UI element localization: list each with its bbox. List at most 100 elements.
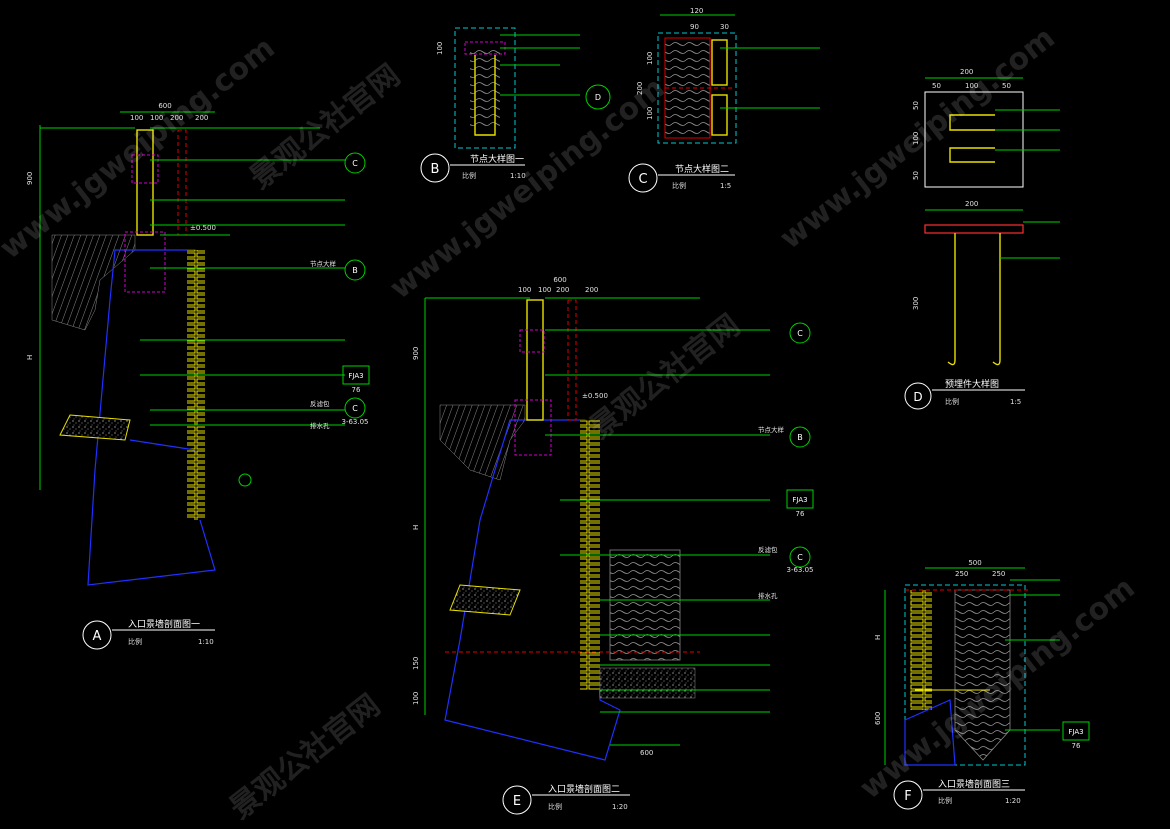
section-a: A 入口景墙剖面图一 比例 1:10 600 100 100 200 200 9… bbox=[26, 102, 370, 650]
watermark-0: www.jgweiping.com bbox=[0, 30, 282, 266]
section-f-dim-4: 600 bbox=[874, 712, 882, 725]
section-c-dim-3: 200 bbox=[636, 82, 644, 95]
watermark-3: 景观公社官网 bbox=[583, 308, 746, 446]
section-f-dim-1: 250 bbox=[955, 570, 968, 578]
section-e-callout-b: B bbox=[797, 433, 803, 442]
section-f: 500 250 250 H 600 FJA3 76 F 入口景墙剖面图三 比例 … bbox=[874, 559, 1090, 810]
section-d-scale: 1:5 bbox=[1010, 398, 1021, 406]
section-f-fja: FJA3 bbox=[1068, 728, 1083, 736]
section-f-scale: 1:20 bbox=[1005, 797, 1021, 805]
section-a-height-h: H bbox=[26, 355, 34, 360]
section-a-scale-label: 比例 bbox=[128, 637, 142, 646]
section-b-scale-label: 比例 bbox=[462, 171, 476, 180]
section-c-scale-label: 比例 bbox=[672, 181, 686, 190]
section-a-marker bbox=[82, 620, 112, 650]
section-b: D 100 B 节点大样图一 比例 1:10 bbox=[420, 27, 611, 183]
section-e-dim-1: 100 bbox=[518, 286, 531, 294]
section-f-letter: F bbox=[904, 789, 911, 804]
section-a-callout-b: B bbox=[352, 266, 358, 275]
watermark-1: 景观公社官网 bbox=[243, 58, 406, 196]
section-c-dim-4: 100 bbox=[646, 52, 654, 65]
section-b-marker bbox=[420, 153, 450, 183]
section-b-letter: B bbox=[431, 162, 440, 177]
section-e-marker bbox=[502, 785, 532, 815]
section-c-dim-2: 30 bbox=[720, 23, 729, 31]
section-a-scale: 1:10 bbox=[198, 638, 214, 646]
section-d-dim-1: 50 bbox=[932, 82, 941, 90]
section-e-dim-3: 200 bbox=[556, 286, 569, 294]
section-a-title: 入口景墙剖面图一 bbox=[128, 618, 200, 630]
section-a-elevation: ±0.500 bbox=[190, 224, 216, 232]
section-f-dim-3: H bbox=[874, 635, 882, 640]
section-e-elevation: ±0.500 bbox=[582, 392, 608, 400]
section-c: 120 90 30 200 100 100 C 节点大样图二 比例 1:5 bbox=[628, 7, 820, 193]
section-a-dim-3: 200 bbox=[170, 114, 183, 122]
watermark-4: www.jgweiping.com bbox=[773, 20, 1061, 256]
section-d-title: 预埋件大样图 bbox=[945, 378, 999, 390]
section-a-fja-num: 76 bbox=[352, 386, 361, 394]
section-e-dim-9: 600 bbox=[640, 749, 653, 757]
section-a-callout-c: C bbox=[352, 159, 358, 168]
section-b-title: 节点大样图一 bbox=[470, 153, 524, 165]
section-a-letter: A bbox=[93, 629, 102, 644]
section-f-scale-label: 比例 bbox=[938, 796, 952, 805]
section-a-callout-c2: C bbox=[352, 404, 358, 413]
section-e-title: 入口景墙剖面图二 bbox=[548, 783, 620, 795]
section-d-dim-5: 100 bbox=[912, 132, 920, 145]
section-a-height-900: 900 bbox=[26, 172, 34, 185]
section-e-dim-total: 600 bbox=[553, 276, 566, 284]
section-f-fja-num: 76 bbox=[1072, 742, 1081, 750]
section-d-scale-label: 比例 bbox=[945, 397, 959, 406]
section-c-marker bbox=[628, 163, 658, 193]
section-b-scale: 1:10 bbox=[510, 172, 526, 180]
section-e-node-label: 节点大样 bbox=[758, 425, 785, 434]
section-e-callout-c2: C bbox=[797, 553, 803, 562]
section-e-letter: E bbox=[513, 794, 521, 809]
section-a-node-label: 节点大样 bbox=[310, 259, 337, 268]
section-e-callout-c: C bbox=[797, 329, 803, 338]
section-f-marker bbox=[893, 780, 923, 810]
section-a-retaining: 反滤包 bbox=[310, 399, 330, 408]
section-c-letter: C bbox=[638, 172, 647, 187]
section-a-dim-2: 100 bbox=[150, 114, 163, 122]
section-b-dim: 100 bbox=[436, 42, 444, 55]
section-c-dim-5: 100 bbox=[646, 107, 654, 120]
section-d-letter: D bbox=[913, 390, 922, 404]
section-f-dim-2: 250 bbox=[992, 570, 1005, 578]
section-a-dim-1: 100 bbox=[130, 114, 143, 122]
section-e-dim-8: 100 bbox=[412, 692, 420, 705]
section-a-fja: FJA3 bbox=[348, 372, 363, 380]
section-e: 600 100 100 200 200 900 H 150 100 600 ±0… bbox=[412, 276, 814, 815]
section-d-dim-7: 200 bbox=[965, 200, 978, 208]
section-e-fja-num: 76 bbox=[796, 510, 805, 518]
section-e-scale-label: 比例 bbox=[548, 802, 562, 811]
section-c-title: 节点大样图二 bbox=[675, 163, 729, 175]
section-d-dim-8: 300 bbox=[912, 297, 920, 310]
section-a-drain: 排水孔 bbox=[310, 421, 330, 430]
section-f-title: 入口景墙剖面图三 bbox=[938, 778, 1010, 790]
section-e-sheet-ref: 3-63.05 bbox=[786, 566, 813, 574]
section-e-dim-7: 150 bbox=[412, 657, 420, 670]
section-a-dim-4: 200 bbox=[195, 114, 208, 122]
section-e-fja: FJA3 bbox=[792, 496, 807, 504]
watermark-5: 景观公社官网 bbox=[223, 688, 386, 826]
section-d: 200 50 100 50 50 100 50 200 300 D 预埋件大样图… bbox=[904, 68, 1060, 410]
section-d-dim-0: 200 bbox=[960, 68, 973, 76]
section-c-scale: 1:5 bbox=[720, 182, 731, 190]
watermark-layer: www.jgweiping.com 景观公社官网 www.jgweiping.c… bbox=[0, 20, 1142, 826]
section-c-dim-1: 90 bbox=[690, 23, 699, 31]
section-d-marker bbox=[904, 382, 932, 410]
section-b-callout-d: D bbox=[595, 93, 601, 102]
section-e-dim-4: 200 bbox=[585, 286, 598, 294]
section-e-dim-2: 100 bbox=[538, 286, 551, 294]
section-c-dim-0: 120 bbox=[690, 7, 703, 15]
section-e-scale: 1:20 bbox=[612, 803, 628, 811]
section-e-dim-6: H bbox=[412, 525, 420, 530]
section-a-dim-total: 600 bbox=[158, 102, 171, 110]
section-d-dim-2: 100 bbox=[965, 82, 978, 90]
section-e-retaining: 反滤包 bbox=[758, 545, 778, 554]
section-e-dim-5: 900 bbox=[412, 347, 420, 360]
section-e-drain: 排水孔 bbox=[758, 591, 778, 600]
section-d-dim-6: 50 bbox=[912, 171, 920, 180]
